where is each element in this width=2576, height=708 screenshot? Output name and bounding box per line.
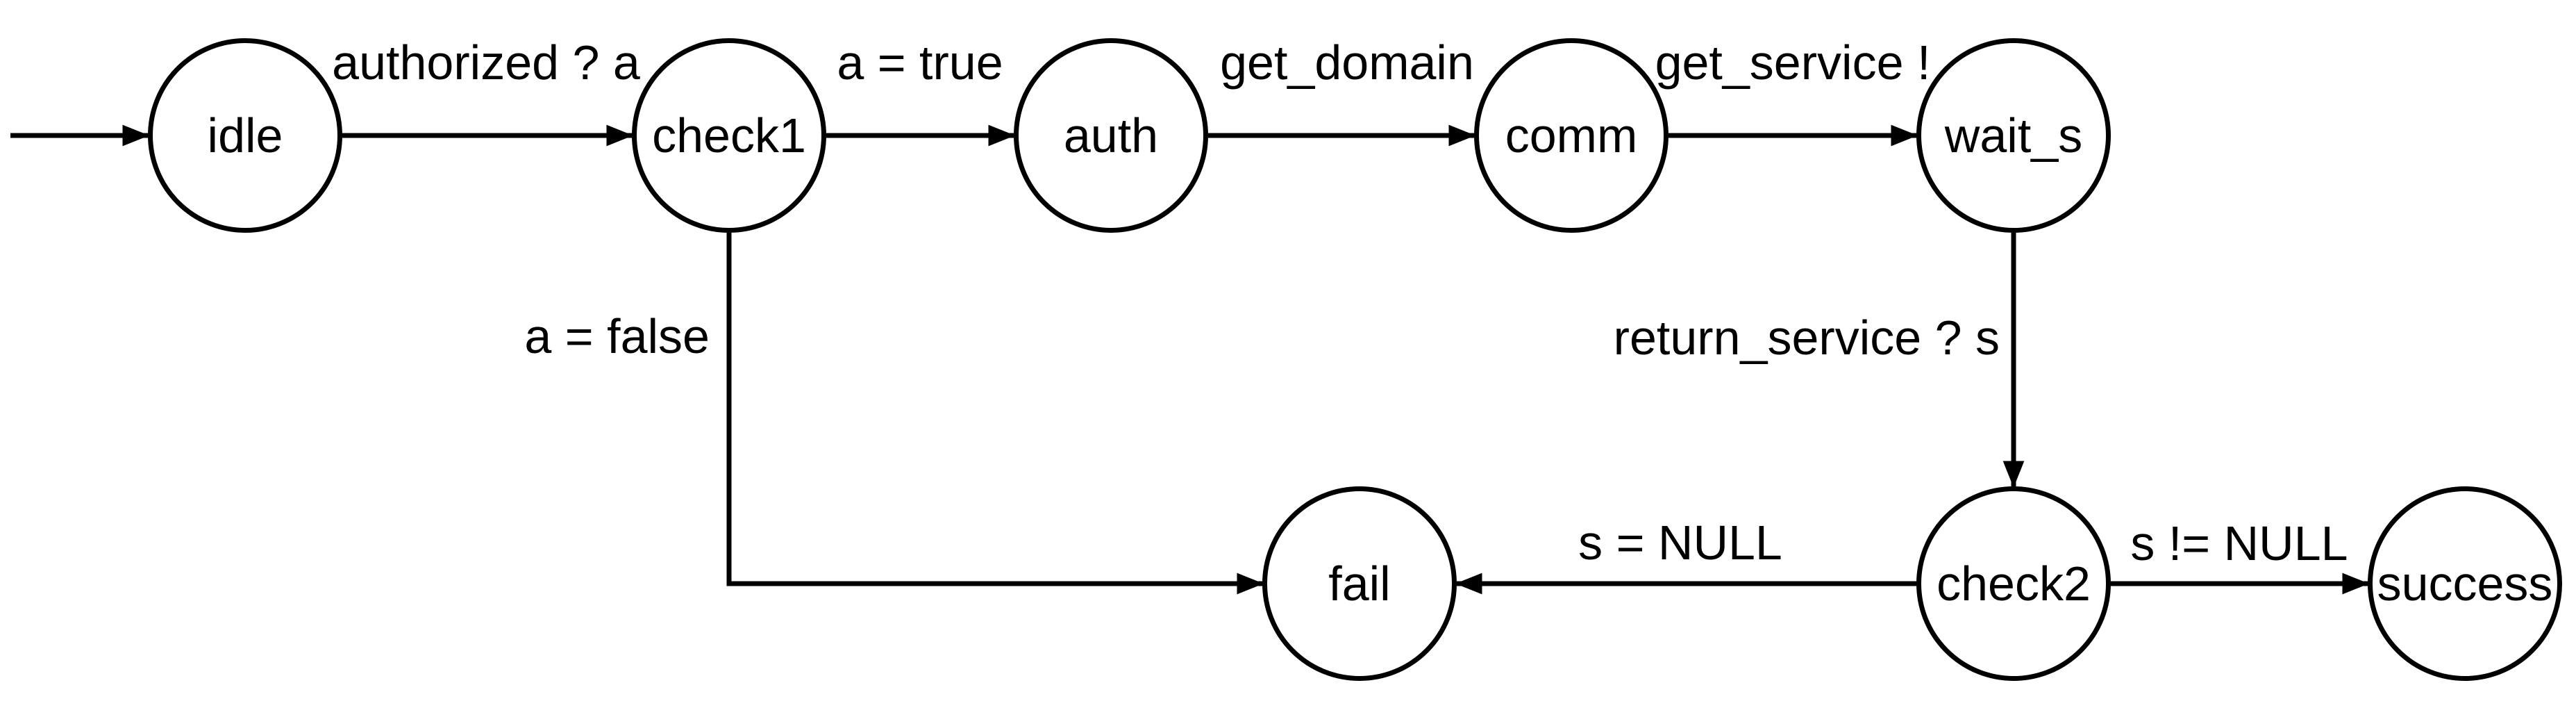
- state-check2: check2: [1916, 486, 2111, 681]
- state-fail: fail: [1262, 486, 1457, 681]
- edge-check1-to-fail: [726, 233, 1264, 595]
- state-idle: idle: [148, 38, 342, 233]
- transition-label-get-domain: get_domain: [1220, 35, 1474, 90]
- transition-label-a-false: a = false: [524, 309, 710, 363]
- state-label-idle: idle: [207, 108, 283, 163]
- state-success: success: [2368, 486, 2562, 681]
- transition-label-s-not-null: s != NULL: [2130, 516, 2348, 570]
- state-label-wait-s: wait_s: [1944, 108, 2083, 163]
- state-label-check2: check2: [1937, 557, 2091, 611]
- state-label-success: success: [2377, 557, 2553, 611]
- transition-label-authorized: authorized ? a: [332, 35, 640, 90]
- state-label-check1: check1: [652, 108, 806, 163]
- state-check1: check1: [632, 38, 826, 233]
- state-comm: comm: [1474, 38, 1668, 233]
- transition-label-get-service: get_service !: [1655, 35, 1931, 90]
- state-label-comm: comm: [1505, 108, 1638, 163]
- transition-label-s-null: s = NULL: [1578, 516, 1782, 570]
- transition-label-return-service: return_service ? s: [1613, 311, 2000, 365]
- state-label-fail: fail: [1328, 557, 1391, 611]
- state-wait-s: wait_s: [1916, 38, 2111, 233]
- state-auth: auth: [1014, 38, 1208, 233]
- transition-label-a-true: a = true: [837, 35, 1003, 90]
- state-label-auth: auth: [1063, 108, 1159, 163]
